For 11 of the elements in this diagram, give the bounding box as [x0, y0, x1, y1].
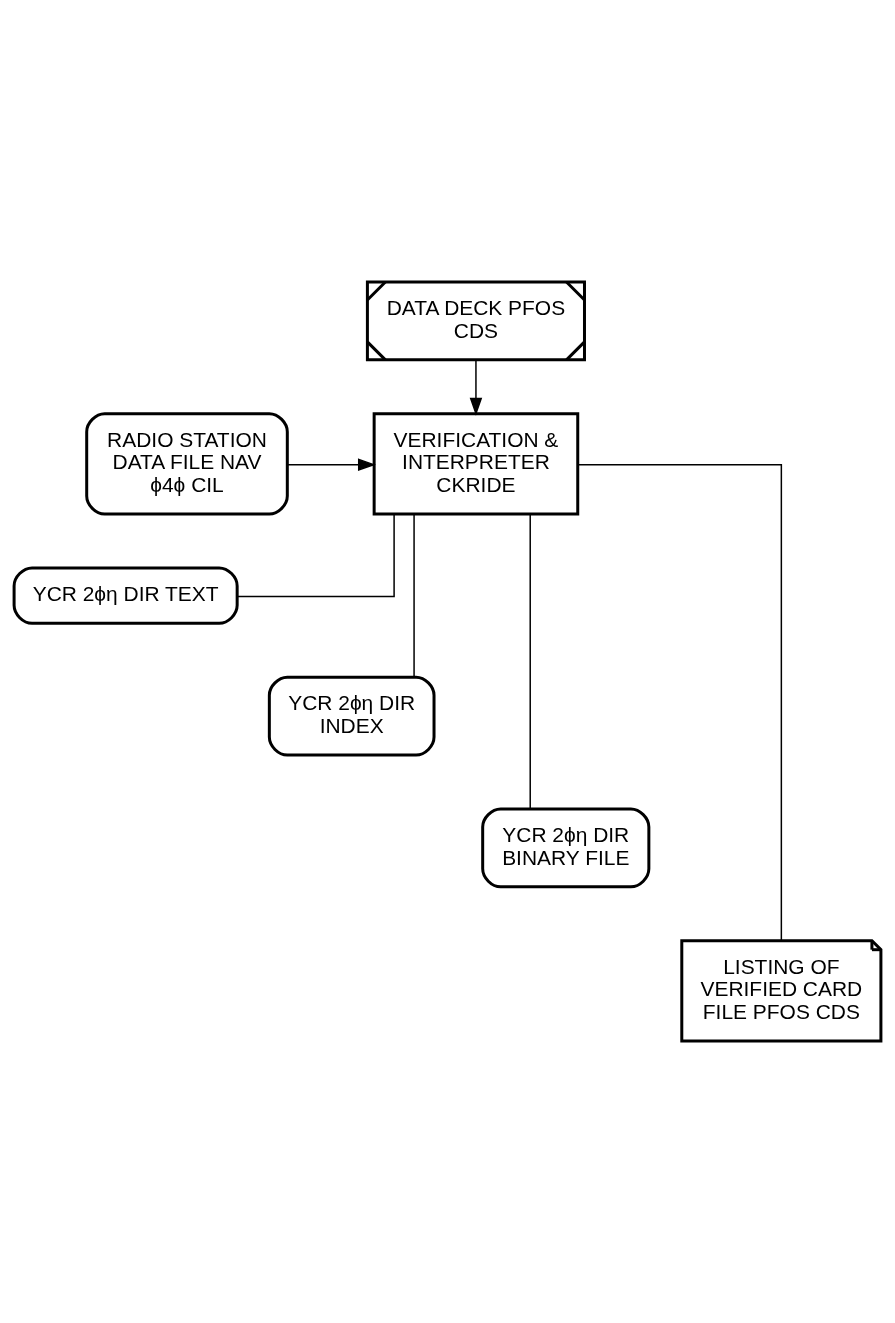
connector [413, 513, 415, 678]
connector [236, 513, 395, 598]
connector [529, 513, 531, 810]
connector [577, 463, 783, 942]
node-box: YCR 2ϕη DIR TEXT [12, 566, 239, 625]
node-box: VERIFICATION & INTERPRETER CKRIDE [372, 412, 580, 516]
node-box: YCR 2ϕη DIR BINARY FILE [481, 807, 651, 889]
node-box: YCR 2ϕη DIR INDEX [267, 675, 436, 757]
arrow [286, 458, 376, 471]
arrow [469, 359, 483, 416]
node-box: RADIO STATION DATA FILE NAV ϕ4ϕ CIL [85, 412, 289, 516]
